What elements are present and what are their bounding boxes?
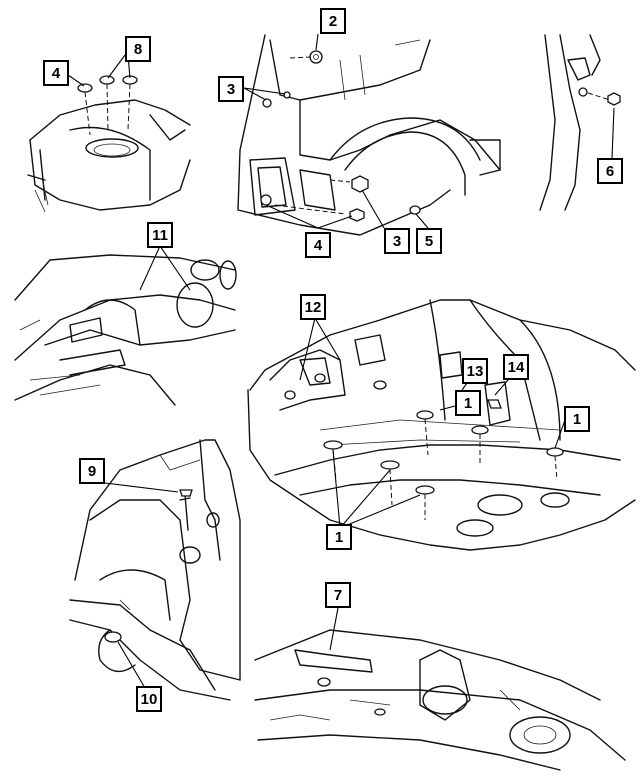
callout-8: 8 (125, 36, 151, 62)
callout-1: 1 (455, 390, 481, 416)
callout-4: 4 (43, 60, 69, 86)
callout-12: 12 (300, 294, 326, 320)
callout-1: 1 (326, 524, 352, 550)
callout-6: 6 (597, 158, 623, 184)
callout-11: 11 (147, 222, 173, 248)
panel-plugs-top-left (27, 54, 191, 213)
panel-tunnel (14, 245, 237, 406)
callout-14: 14 (503, 354, 529, 380)
panel-quarter-inner (237, 33, 501, 236)
callout-1: 1 (564, 406, 590, 432)
callout-5: 5 (416, 228, 442, 254)
panel-pillar (539, 34, 621, 211)
callout-10: 10 (136, 686, 162, 712)
callout-4: 4 (305, 232, 331, 258)
callout-7: 7 (325, 582, 351, 608)
panel-floor-pan (247, 299, 636, 551)
callout-3: 3 (218, 76, 244, 102)
callout-9: 9 (79, 458, 105, 484)
callout-2: 2 (320, 8, 346, 34)
callout-13: 13 (462, 358, 488, 384)
callout-3: 3 (384, 228, 410, 254)
panel-rear-floor (254, 607, 626, 771)
panel-front-wheelhouse (69, 439, 241, 701)
